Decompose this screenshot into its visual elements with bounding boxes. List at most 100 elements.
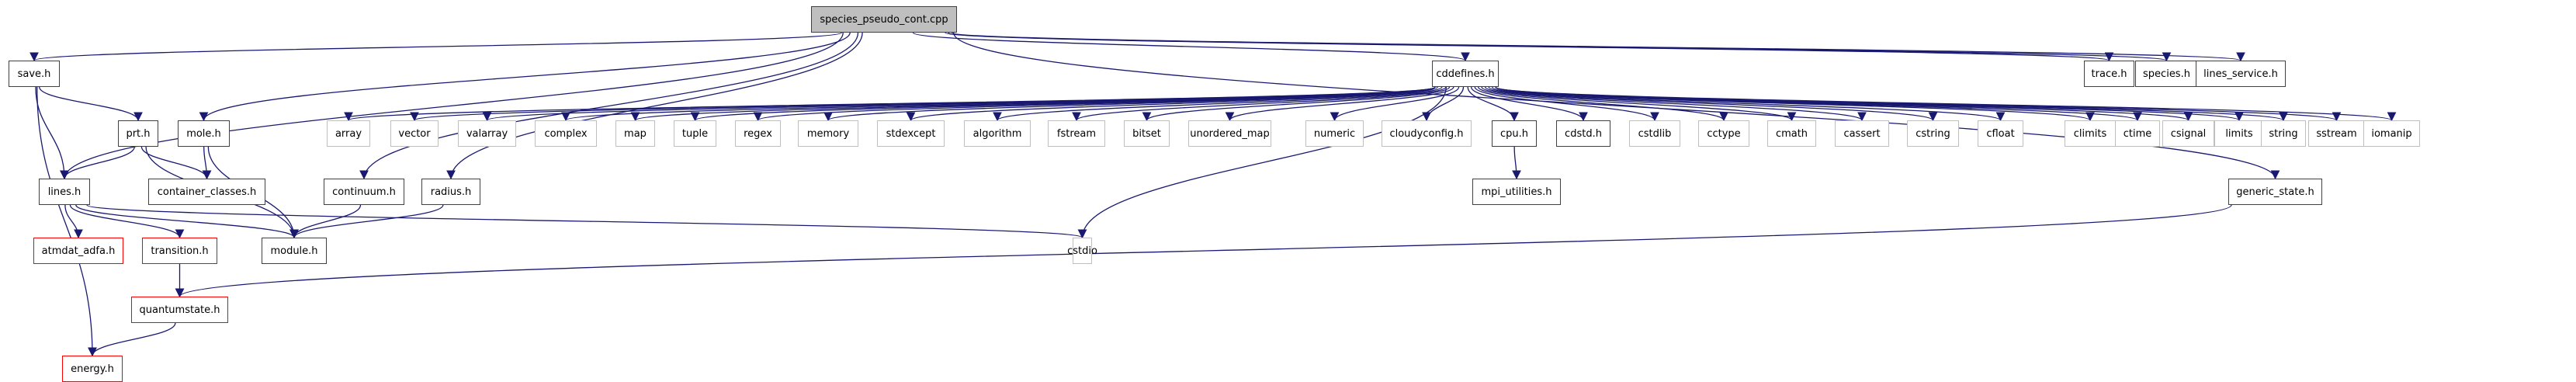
- graph-node-label: iomanip: [2371, 127, 2412, 140]
- graph-node-regex: regex: [735, 120, 781, 147]
- graph-node-cfloat: cfloat: [1978, 120, 2023, 147]
- graph-node-label: climits: [2073, 127, 2107, 140]
- graph-node-label: bitset: [1132, 127, 1161, 140]
- graph-edge-cddefines-to-string: [1495, 86, 2288, 122]
- graph-edge-cddefines-to-bitset: [1142, 86, 1451, 122]
- graph-edge-root-to-cddefines: [912, 32, 1470, 62]
- graph-node-label: transition.h: [151, 245, 209, 257]
- graph-node-label: algorithm: [973, 127, 1022, 140]
- graph-node-label: cddefines.h: [1436, 68, 1495, 80]
- graph-node-radius[interactable]: radius.h: [421, 179, 480, 205]
- graph-edge-cddefines-to-cctype: [1478, 86, 1728, 122]
- graph-node-label: species_pseudo_cont.cpp: [820, 13, 948, 26]
- graph-node-label: memory: [806, 127, 850, 140]
- graph-edge-quantum-to-energy: [88, 322, 176, 357]
- graph-node-label: limits: [2225, 127, 2253, 140]
- graph-edge-continuum-to-module: [289, 204, 362, 239]
- graph-node-label: cassert: [1843, 127, 1881, 140]
- graph-edge-cddefines-to-cstdlib: [1474, 86, 1659, 122]
- graph-node-container[interactable]: container_classes.h: [148, 179, 265, 205]
- graph-node-cctype: cctype: [1698, 120, 1749, 147]
- graph-node-trace[interactable]: trace.h: [2084, 61, 2134, 87]
- graph-node-cpu[interactable]: cpu.h: [1492, 120, 1537, 147]
- graph-edge-cddefines-to-vector: [410, 86, 1436, 122]
- graph-node-label: container_classes.h: [157, 186, 257, 198]
- graph-node-map: map: [615, 120, 655, 147]
- graph-node-label: generic_state.h: [2236, 186, 2314, 198]
- graph-node-label: stdexcept: [886, 127, 936, 140]
- graph-edge-cddefines-to-unordered_map: [1225, 86, 1454, 122]
- graph-node-label: tuple: [681, 127, 709, 140]
- graph-edge-root-to-save: [29, 32, 842, 62]
- graph-node-mpi[interactable]: mpi_utilities.h: [1472, 179, 1561, 205]
- graph-node-generic-state[interactable]: generic_state.h: [2228, 179, 2322, 205]
- graph-node-lines-service[interactable]: lines_service.h: [2196, 61, 2286, 87]
- graph-edge-root-to-generic_state: [952, 32, 2280, 180]
- graph-edge-cddefines-to-cloudyconfig: [1422, 86, 1465, 122]
- graph-node-cmath: cmath: [1767, 120, 1816, 147]
- graph-node-continuum[interactable]: continuum.h: [324, 179, 404, 205]
- graph-edge-cddefines-to-iomanip: [1495, 86, 2396, 122]
- graph-edge-cddefines-to-numeric: [1330, 86, 1460, 122]
- graph-node-label: energy.h: [71, 363, 114, 375]
- graph-edge-root-to-lines: [60, 32, 844, 180]
- graph-edge-radius-to-module: [289, 204, 444, 239]
- graph-node-module[interactable]: module.h: [262, 238, 327, 264]
- graph-node-iomanip: iomanip: [2363, 120, 2420, 147]
- graph-node-cloudyconfig: cloudyconfig.h: [1382, 120, 1472, 147]
- graph-edge-root-to-radius: [446, 32, 863, 180]
- graph-node-label: csignal: [2170, 127, 2207, 140]
- graph-edge-lines-to-cstdio: [86, 204, 1087, 239]
- graph-edge-root-to-lines_service: [951, 32, 2245, 62]
- graph-edge-lines-to-transition: [69, 204, 185, 239]
- graph-node-cdstd[interactable]: cdstd.h: [1556, 120, 1610, 147]
- graph-node-ctime: ctime: [2115, 120, 2160, 147]
- graph-node-array: array: [327, 120, 370, 147]
- graph-edge-save-to-energy: [36, 86, 97, 357]
- graph-node-label: species.h: [2143, 68, 2190, 80]
- graph-node-complex: complex: [535, 120, 597, 147]
- graph-node-energy[interactable]: energy.h: [62, 356, 123, 382]
- graph-node-label: trace.h: [2091, 68, 2127, 80]
- graph-node-unordered-map: unordered_map: [1188, 120, 1271, 147]
- graph-node-species[interactable]: species.h: [2135, 61, 2198, 87]
- graph-node-climits: climits: [2065, 120, 2116, 147]
- graph-edge-cddefines-to-cpu: [1467, 86, 1519, 122]
- graph-node-string: string: [2261, 120, 2306, 147]
- graph-edge-prt-to-container: [140, 146, 212, 180]
- graph-edge-cddefines-to-cstring: [1488, 86, 1938, 122]
- graph-node-prt[interactable]: prt.h: [118, 120, 158, 147]
- graph-node-label: fstream: [1056, 127, 1097, 140]
- graph-node-label: mpi_utilities.h: [1481, 186, 1552, 198]
- graph-node-label: cstring: [1916, 127, 1950, 140]
- graph-edge-cddefines-to-stdexcept: [907, 86, 1438, 122]
- graph-node-label: complex: [544, 127, 588, 140]
- graph-edge-mole-to-container: [202, 146, 212, 180]
- graph-node-fstream: fstream: [1048, 120, 1105, 147]
- graph-node-root: species_pseudo_cont.cpp: [811, 6, 957, 33]
- graph-node-label: string: [2269, 127, 2298, 140]
- graph-node-label: vector: [398, 127, 431, 140]
- graph-node-save[interactable]: save.h: [9, 61, 60, 87]
- graph-node-label: atmdat_adfa.h: [41, 245, 116, 257]
- graph-node-label: cloudyconfig.h: [1389, 127, 1464, 140]
- graph-edge-cddefines-to-memory: [823, 86, 1436, 122]
- graph-node-lines[interactable]: lines.h: [39, 179, 90, 205]
- graph-edge-root-to-mole: [199, 32, 851, 122]
- graph-edge-cddefines-to-tuple: [691, 86, 1436, 122]
- graph-node-valarray: valarray: [458, 120, 516, 147]
- graph-node-atmdat[interactable]: atmdat_adfa.h: [33, 238, 123, 264]
- graph-node-label: cfloat: [1986, 127, 2015, 140]
- graph-edge-cddefines-to-cmath: [1481, 86, 1797, 122]
- graph-node-cddefines[interactable]: cddefines.h: [1432, 61, 1499, 87]
- graph-node-cstdio: cstdio: [1067, 238, 1097, 264]
- graph-node-memory: memory: [798, 120, 858, 147]
- graph-edge-cddefines-to-cdstd: [1470, 86, 1588, 122]
- graph-node-sstream: sstream: [2308, 120, 2365, 147]
- graph-node-mole[interactable]: mole.h: [178, 120, 230, 147]
- graph-node-quantum[interactable]: quantumstate.h: [131, 297, 228, 323]
- graph-node-label: unordered_map: [1190, 127, 1270, 140]
- graph-node-label: lines.h: [47, 186, 81, 198]
- graph-node-transition[interactable]: transition.h: [142, 238, 217, 264]
